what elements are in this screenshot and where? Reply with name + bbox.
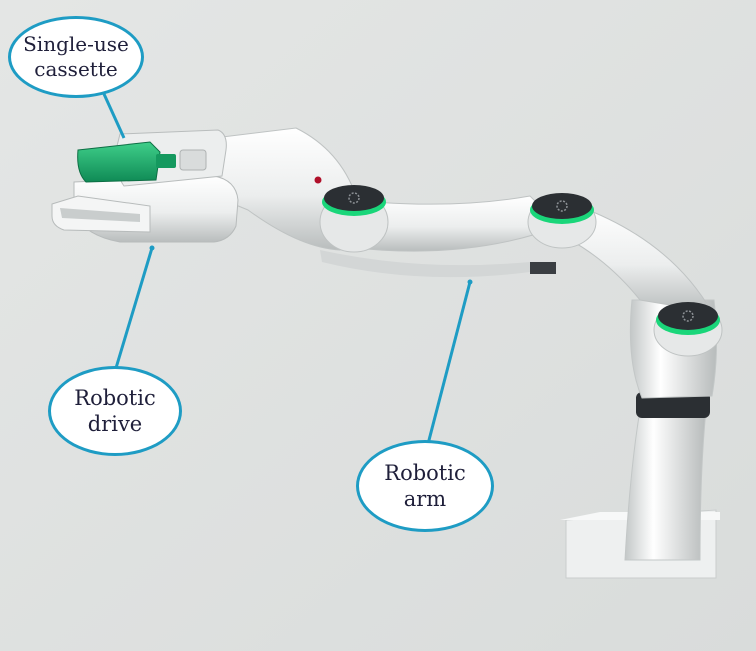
callout-drive-line1: Robotic bbox=[74, 386, 156, 410]
callout-cassette-line2: cassette bbox=[34, 57, 118, 81]
joint-2 bbox=[527, 193, 597, 249]
leader-dot-arm bbox=[467, 279, 473, 285]
robotic-drive bbox=[51, 175, 239, 243]
leader-line-drive bbox=[114, 247, 154, 369]
callout-robotic-drive: Robotic drive bbox=[48, 366, 182, 456]
leader-line-cassette bbox=[102, 93, 126, 139]
leader-dot-drive bbox=[149, 245, 155, 251]
gear-icon bbox=[556, 200, 568, 212]
callout-single-use-cassette: Single-use cassette bbox=[8, 16, 144, 98]
gear-icon bbox=[348, 192, 360, 204]
gear-icon bbox=[682, 310, 694, 322]
leader-lines bbox=[102, 93, 472, 445]
callout-drive-line2: drive bbox=[87, 412, 143, 436]
callout-arm-line2: arm bbox=[403, 487, 447, 511]
callout-robotic-arm: Robotic arm bbox=[356, 440, 494, 532]
joint-1 bbox=[319, 185, 389, 253]
callout-arm-line1: Robotic bbox=[384, 461, 466, 485]
joint-3 bbox=[653, 302, 723, 357]
single-use-cassette bbox=[77, 129, 227, 187]
leader-line-arm bbox=[426, 281, 472, 445]
callout-cassette-line1: Single-use bbox=[23, 32, 129, 56]
